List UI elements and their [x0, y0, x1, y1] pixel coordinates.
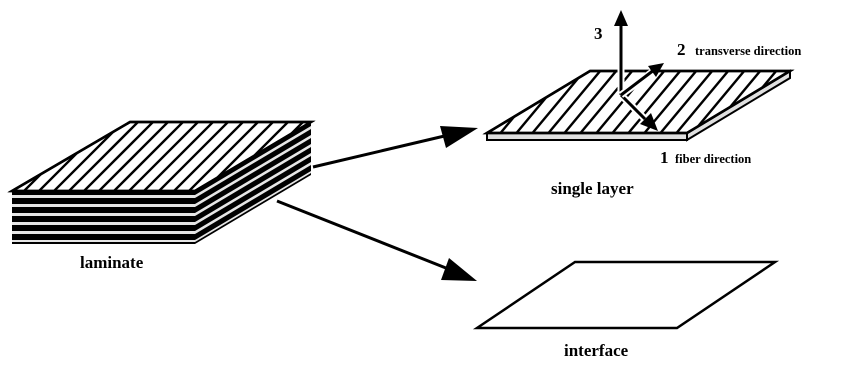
laminate-front-face	[12, 191, 195, 244]
material-axes	[614, 10, 664, 131]
laminate-side-face	[195, 122, 311, 244]
axis-2-label: transverse direction	[695, 44, 801, 58]
axis-3-arrow	[614, 10, 628, 95]
laminate-label: laminate	[80, 253, 144, 272]
interface-plane	[472, 260, 780, 330]
arrow-to-single-layer	[312, 126, 478, 169]
single-layer-label: single layer	[551, 179, 634, 198]
axis-1-number: 1	[660, 148, 669, 167]
arrow-to-interface	[276, 199, 477, 281]
axis-1-label: fiber direction	[675, 152, 751, 166]
axis-2-number: 2	[677, 40, 686, 59]
interface-label: interface	[564, 341, 629, 360]
single-layer	[482, 69, 795, 142]
axis-2-arrow	[618, 63, 664, 98]
laminate-stack	[7, 120, 316, 244]
axis-3-label: 3	[594, 24, 603, 43]
axis-1-arrow	[618, 92, 658, 131]
